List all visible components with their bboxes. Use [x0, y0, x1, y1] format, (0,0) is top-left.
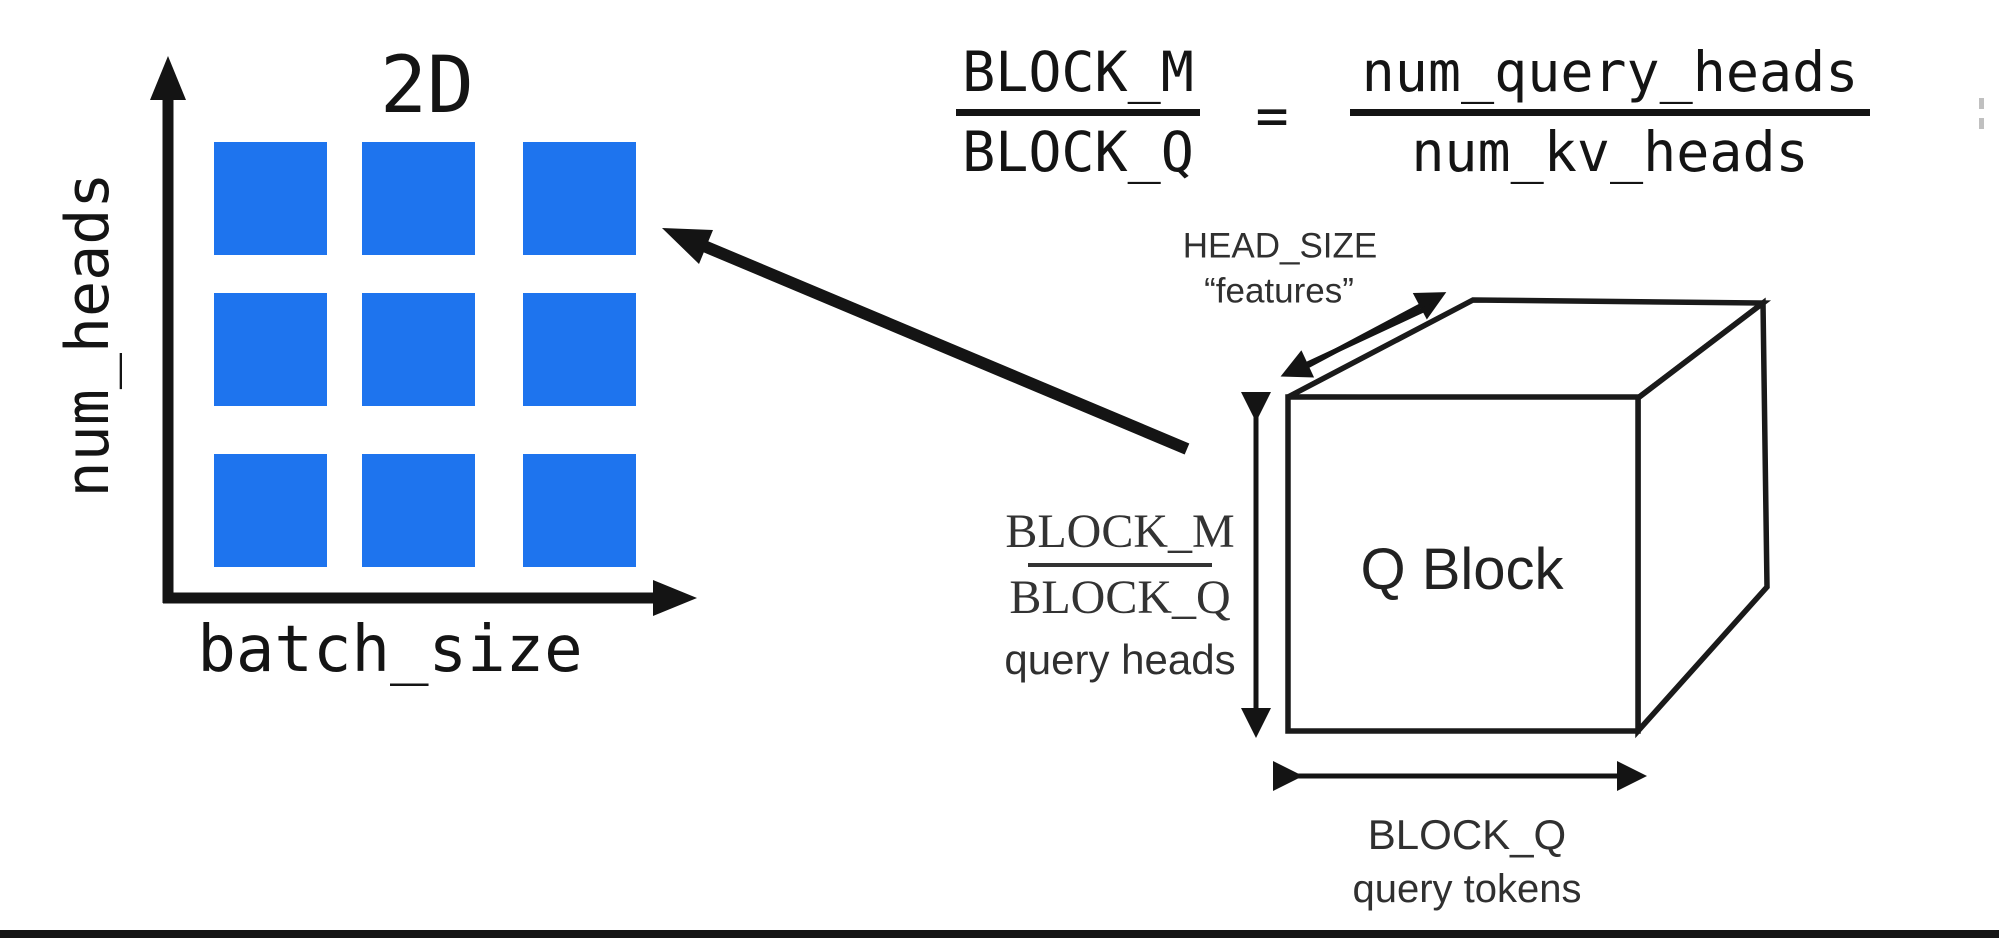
formula-equals-sign: = [1255, 83, 1289, 148]
cube-front-face [1285, 394, 1641, 734]
grid-cell [362, 142, 475, 255]
query-heads-label: query heads [1004, 636, 1236, 683]
formula-lhs-fraction: BLOCK_M BLOCK_Q [956, 40, 1200, 184]
cube-to-grid-arrowhead-icon [662, 228, 713, 264]
formula-lhs-numerator: BLOCK_M [962, 40, 1194, 104]
x-axis-arrowhead-icon [653, 580, 697, 616]
y-axis-label: num_heads [53, 172, 123, 498]
grid-cell [362, 293, 475, 406]
grid-cell [523, 454, 636, 567]
bottom-bar [0, 930, 1999, 938]
grid-cell [214, 142, 327, 255]
grid-cell [523, 293, 636, 406]
grid-cell [523, 142, 636, 255]
grid-2d [214, 142, 636, 567]
formula-rhs-numerator: num_query_heads [1361, 40, 1859, 104]
cube-depth-arrow-down [1280, 302, 1436, 378]
formula-rhs-denominator: num_kv_heads [1411, 120, 1809, 184]
features-label: “features” [1204, 271, 1354, 311]
grid-cell [362, 454, 475, 567]
grid-cell [214, 293, 327, 406]
cube-height-fraction: BLOCK_M BLOCK_Q [1005, 506, 1234, 624]
formula-rhs-fraction: num_query_heads num_kv_heads [1350, 40, 1870, 184]
grid-cell [214, 454, 327, 567]
x-axis-label: batch_size [197, 613, 583, 687]
fraction-bar [1028, 563, 1212, 567]
q-block-cube [1285, 297, 1772, 739]
formula-lhs-denominator: BLOCK_Q [962, 120, 1194, 184]
fraction-bar [956, 109, 1200, 116]
cube-height-numerator: BLOCK_M [1005, 505, 1235, 558]
q-block-label: Q Block [1360, 537, 1564, 602]
cube-height-denominator: BLOCK_Q [1009, 571, 1231, 624]
y-axis-arrowhead-icon [150, 56, 186, 100]
cube-to-grid-arrow-line [701, 240, 1190, 455]
fraction-bar [1350, 109, 1870, 116]
edge-artifact [1979, 98, 1985, 136]
head-size-label: HEAD_SIZE [1182, 226, 1378, 266]
plot-title: 2D [380, 41, 474, 131]
block-q-label: BLOCK_Q [1367, 811, 1567, 858]
query-tokens-label: query tokens [1352, 867, 1582, 911]
